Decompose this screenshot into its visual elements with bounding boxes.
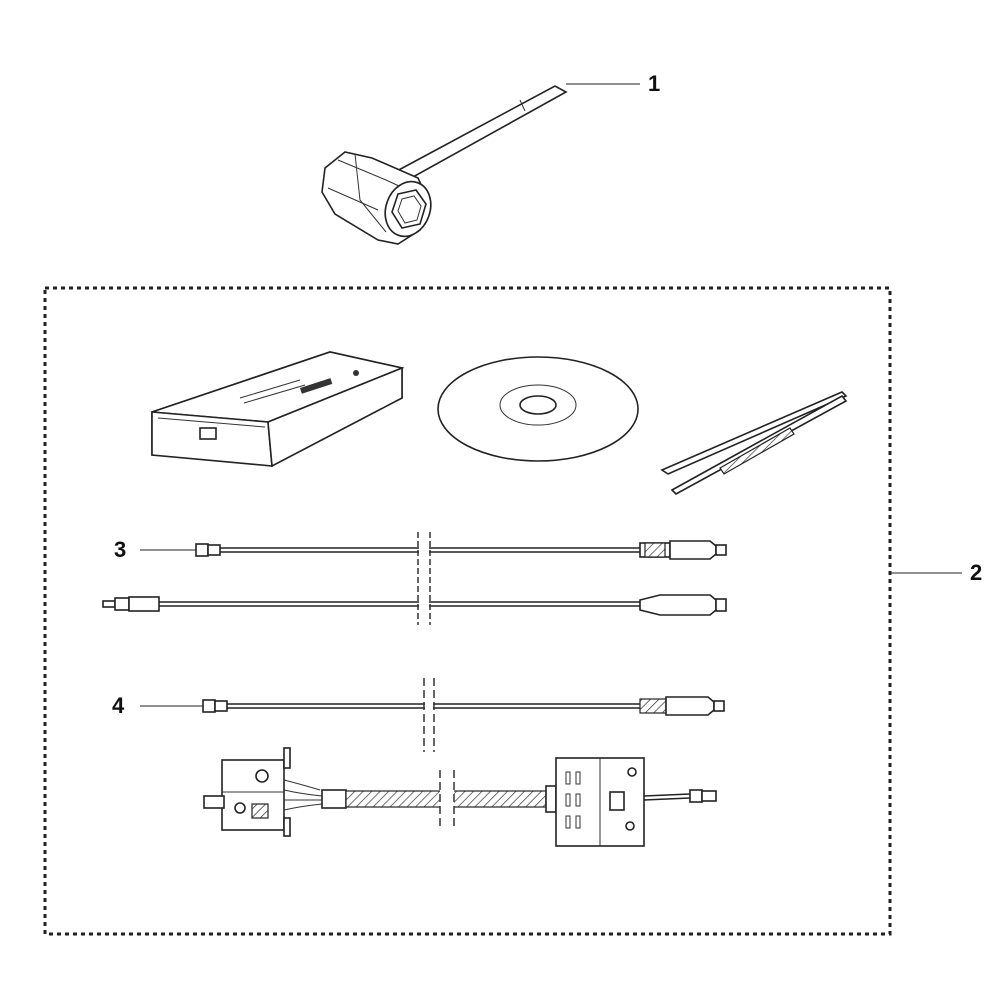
usb-interface-box-icon — [151, 351, 405, 468]
socket-wrench-icon — [321, 85, 568, 245]
callout-4: 4 — [112, 693, 125, 718]
diagnostic-kit-group-box — [43, 286, 892, 936]
adapter-cable-upper — [202, 696, 725, 716]
cd-icon — [437, 356, 639, 462]
callout-3: 3 — [114, 537, 126, 562]
cable-break-marks-3 — [417, 532, 431, 625]
usb-cable-lower — [102, 594, 727, 616]
usb-cable-upper — [195, 540, 727, 560]
callout-2: 2 — [970, 560, 982, 585]
harness-adapter-icon — [203, 747, 717, 847]
tweezers-icon — [660, 391, 848, 495]
callout-1: 1 — [648, 71, 660, 96]
cable-break-marks-4 — [423, 678, 435, 752]
